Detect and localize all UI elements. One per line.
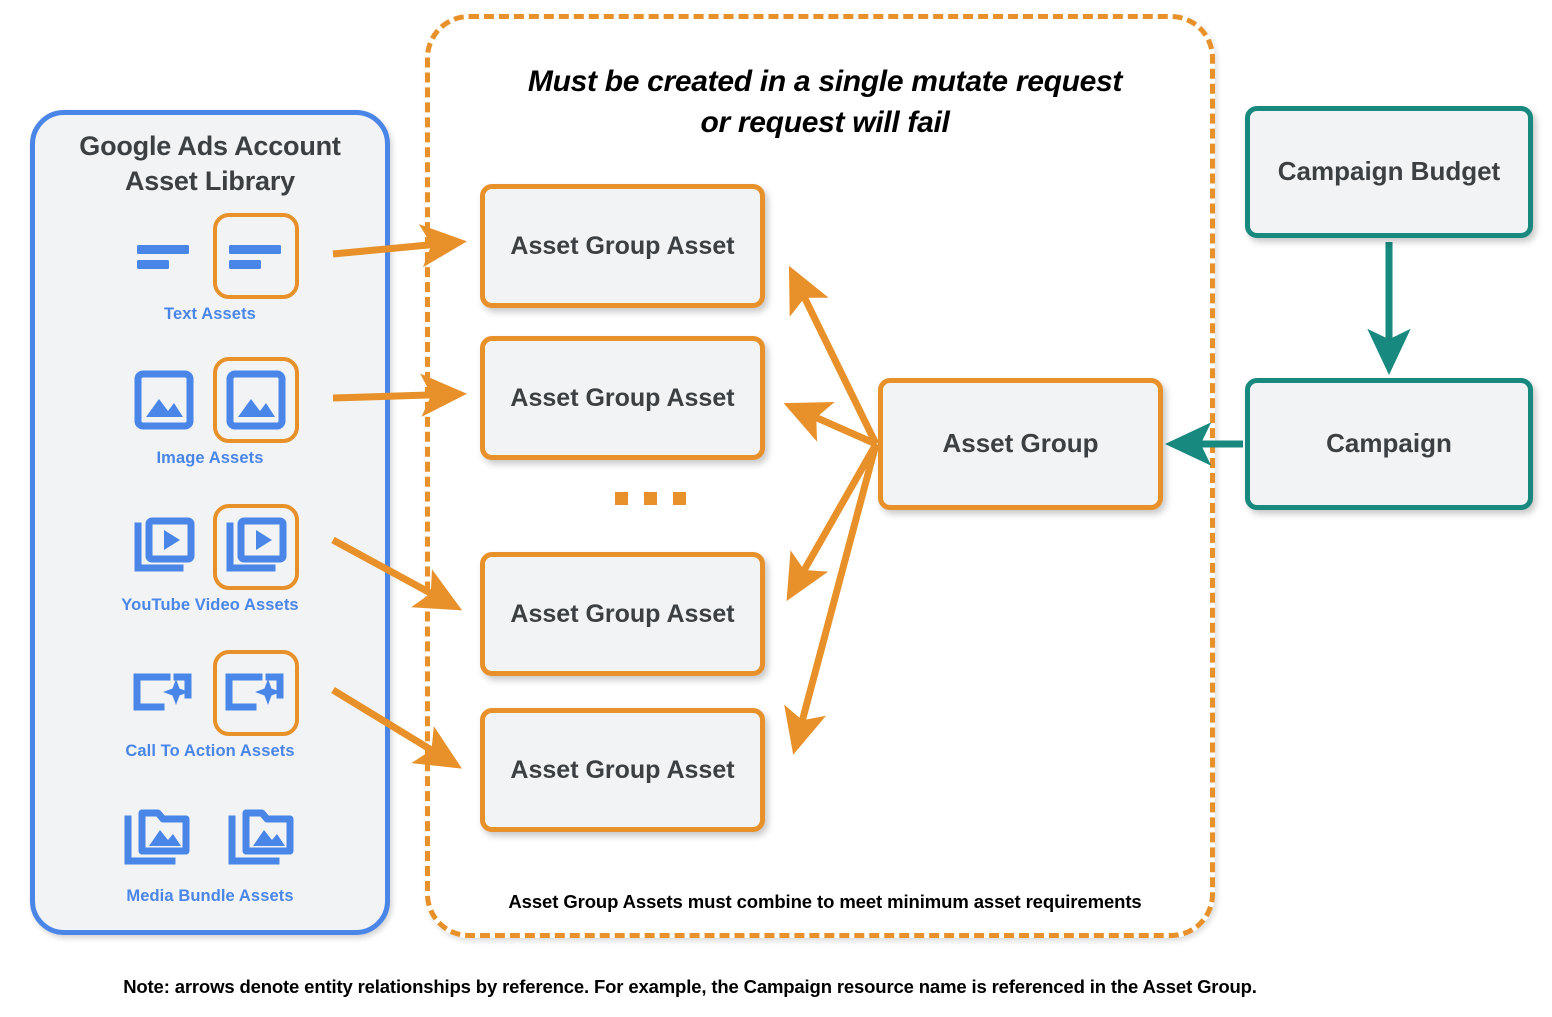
asset-group-asset-ellipsis [600, 492, 700, 506]
mutate-heading-line-2: or request will fail [700, 106, 950, 140]
text-lines-icon-highlighted [213, 213, 299, 299]
asset-group-asset-label-3: Asset Group Asset [510, 599, 735, 628]
mutate-heading-line-1: Must be created in a single mutate reque… [527, 65, 1123, 98]
campaign-label: Campaign [1326, 428, 1452, 459]
ellipsis-dot-1 [614, 492, 628, 505]
ellipsis-dot-3 [672, 492, 686, 505]
asset-row-image: Image Assets [35, 353, 385, 468]
asset-row-call-to-action: Call To Action Assets [35, 646, 385, 761]
asset-group-asset-label-1: Asset Group Asset [510, 231, 735, 260]
media-bundle-icon [115, 795, 201, 881]
campaign-budget-label: Campaign Budget [1277, 156, 1501, 187]
asset-caption-call-to-action: Call To Action Assets [125, 742, 295, 760]
campaign-budget-node[interactable]: Campaign Budget [1245, 106, 1533, 238]
mutate-region-heading: Must be created in a single mutate reque… [470, 61, 1180, 144]
mutate-region-footnote: Asset Group Assets must combine to meet … [508, 891, 1142, 912]
asset-group-label: Asset Group [942, 428, 1099, 459]
asset-group-asset-node-4[interactable]: Asset Group Asset [480, 708, 765, 832]
media-bundle-icon-2 [219, 795, 305, 881]
diagram-note: Note: arrows denote entity relationships… [123, 976, 1257, 997]
asset-library-title-line-2: Asset Library [125, 165, 295, 196]
asset-icons-youtube-video [35, 500, 385, 594]
campaign-node[interactable]: Campaign [1245, 378, 1533, 510]
asset-caption-text: Text Assets [164, 305, 256, 323]
call-to-action-icon-highlighted [213, 650, 299, 736]
text-lines-icon [121, 213, 207, 299]
call-to-action-icon [121, 650, 207, 736]
asset-group-node[interactable]: Asset Group [878, 378, 1163, 510]
asset-row-media-bundle: Media Bundle Assets [35, 791, 385, 906]
video-stack-icon [121, 504, 207, 590]
asset-row-text: Text Assets [35, 209, 385, 324]
asset-library-title: Google Ads Account Asset Library [35, 129, 385, 198]
asset-caption-image: Image Assets [156, 449, 264, 467]
asset-caption-media-bundle: Media Bundle Assets [126, 887, 294, 905]
asset-caption-youtube-video: YouTube Video Assets [121, 596, 299, 614]
video-stack-icon-highlighted [213, 504, 299, 590]
asset-icons-text [35, 209, 385, 303]
image-icon [121, 357, 207, 443]
asset-icons-image [35, 353, 385, 447]
asset-icons-media-bundle [35, 791, 385, 885]
asset-group-asset-label-2: Asset Group Asset [510, 383, 735, 412]
asset-group-asset-node-1[interactable]: Asset Group Asset [480, 184, 765, 308]
asset-library-title-line-1: Google Ads Account [79, 131, 341, 161]
ellipsis-dot-2 [643, 492, 657, 505]
asset-group-asset-node-2[interactable]: Asset Group Asset [480, 336, 765, 460]
asset-group-asset-label-4: Asset Group Asset [510, 755, 735, 784]
asset-group-asset-node-3[interactable]: Asset Group Asset [480, 552, 765, 676]
asset-icons-call-to-action [35, 646, 385, 740]
image-icon-highlighted [213, 357, 299, 443]
google-ads-asset-library-panel: Google Ads Account Asset Library [30, 110, 390, 935]
asset-row-youtube-video: YouTube Video Assets [35, 500, 385, 615]
